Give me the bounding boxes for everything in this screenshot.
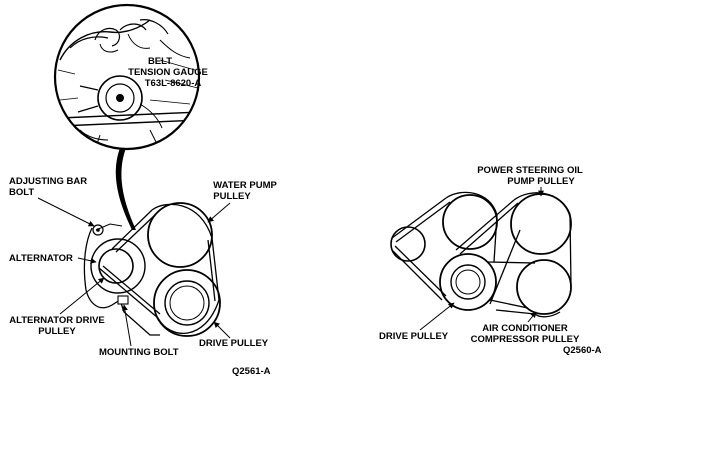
drive-pulley-right [439,253,497,311]
ac-compressor-pulley [516,259,572,315]
right-figure-code: Q2560-A [563,345,602,356]
drive-pulley-right-arrow [419,302,455,331]
drive-belts-right [391,191,572,318]
left-figure: BELT TENSION GAUGE T63L-8620-A [9,3,278,377]
inset-label-line2: TENSION GAUGE [128,67,208,78]
alternator-drive-arrow [59,277,105,315]
alternator-drive-label-line2: PULLEY [38,326,76,337]
ac-compressor-arrow [527,311,537,323]
alternator-drive-pulley [98,248,134,284]
alternator-arrow [77,257,97,264]
ac-compressor-label-line1: AIR CONDITIONER [482,323,568,334]
ac-compressor-label-line2: COMPRESSOR PULLEY [471,334,580,345]
mounting-bolt-arrow [121,304,132,347]
drive-pulley-right-label: DRIVE PULLEY [379,331,449,342]
water-pump-arrow [207,202,231,223]
small-idler-pulley [390,226,426,262]
mounting-bolt-label: MOUNTING BOLT [99,347,179,358]
water-pump-pulley [147,202,213,268]
alternator [90,238,146,294]
water-pump-label-line2: PULLEY [213,191,251,202]
adjusting-bar-bolt-label-line1: ADJUSTING BAR [9,176,87,187]
right-figure: POWER STEERING OIL PUMP PULLEY DRIVE PUL… [379,165,602,356]
drive-belt-left [98,203,220,334]
drive-pulley-left-label: DRIVE PULLEY [199,338,269,349]
adjusting-bar-bolt-arrow [37,197,95,227]
tension-gauge-inset: BELT TENSION GAUGE T63L-8620-A [53,3,208,151]
alternator-drive-label-line1: ALTERNATOR DRIVE [9,315,105,326]
inset-label-line3: T63L-8620-A [145,78,202,89]
left-figure-code: Q2561-A [232,366,271,377]
power-steering-oil-pump-pulley [510,193,572,255]
drive-pulley-left-arrow [213,321,231,339]
power-steering-label-line2: PUMP PULLEY [507,176,575,187]
adjusting-bar-bolt-label-line2: BOLT [9,187,34,198]
mounting-bolt [117,295,129,305]
water-pump-label-line1: WATER PUMP [213,180,277,191]
alternator-label: ALTERNATOR [9,253,73,264]
adjusting-bar-bolt [92,224,104,236]
gauge-hand-illustration [57,19,199,149]
drive-pulley-left [153,269,221,337]
power-steering-label-line1: POWER STEERING OIL [477,165,583,176]
inset-connector [115,148,136,230]
inset-label-line1: BELT [148,56,172,67]
